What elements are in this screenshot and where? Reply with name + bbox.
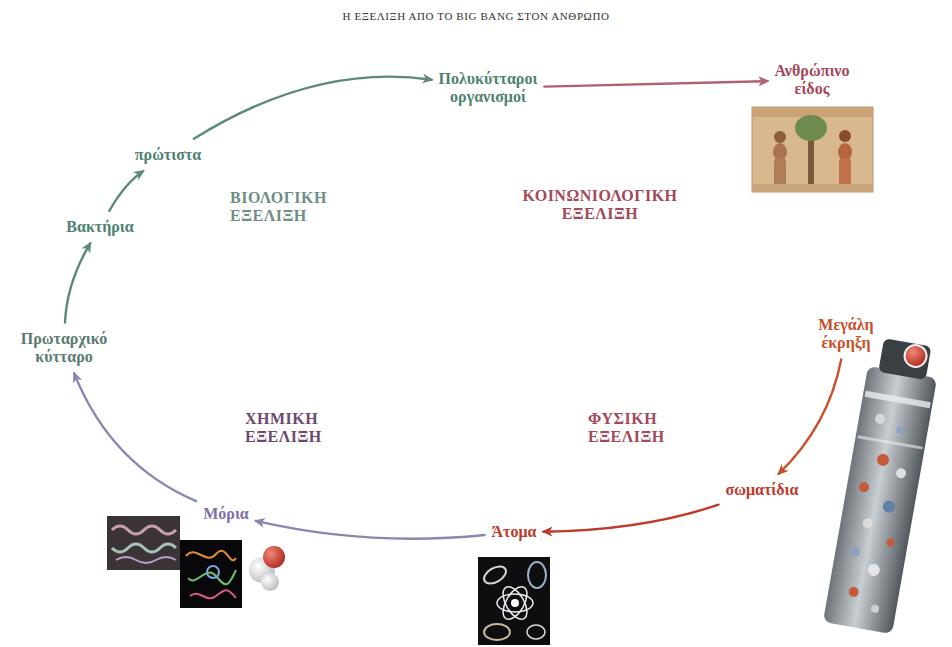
stage-label: ΧΗΜΙΚΗ ΕΞΕΛΙΞΗ — [245, 410, 322, 445]
atoms-picture — [478, 557, 550, 645]
stage-node: πρώτιστα — [133, 144, 203, 166]
evolution-arrow — [544, 81, 767, 87]
node-text: σωματίδια — [726, 481, 799, 499]
stage-label: ΚΟΙΝΩΝΙΟΛΟΓΙΚΗ ΕΞΕΛΙΞΗ — [522, 187, 677, 222]
stage-node: Άτομα — [490, 521, 539, 543]
evolution-arrow — [544, 505, 719, 532]
node-text: Ανθρώπινο είδος — [775, 62, 850, 99]
evolution-arrow — [74, 373, 196, 501]
stage-node: Πρωταρχικό κύτταρο — [19, 328, 109, 369]
stage-node: σωματίδια — [724, 479, 801, 501]
node-text: Άτομα — [492, 523, 537, 541]
node-text: Μόρια — [203, 505, 249, 523]
evolution-arrow — [65, 243, 90, 322]
diagram-title: Η ΕΞΕΛΙΞΗ ΑΠΟ ΤΟ BIG BANG ΣΤΟΝ ΑΝΘΡΩΠΟ — [0, 10, 952, 22]
stage-node: Μόρια — [201, 503, 251, 525]
evolution-arrow — [109, 171, 143, 211]
node-text: Βακτήρια — [66, 218, 133, 236]
node-text: Πρωταρχικό κύτταρο — [21, 330, 107, 367]
stage-label: ΒΙΟΛΟΓΙΚΗ ΕΞΕΛΙΞΗ — [230, 189, 327, 224]
stage-node: Πολυκύτταροι οργανισμοί — [437, 68, 540, 109]
evolution-arrow — [256, 521, 485, 539]
stage-node: Μεγάλη έκρηξη — [816, 314, 875, 355]
evolution-arrow — [779, 359, 842, 473]
node-text: Μεγάλη έκρηξη — [818, 316, 873, 353]
fresco-picture — [752, 107, 873, 192]
node-text: Πολυκύτταροι οργανισμοί — [439, 70, 538, 107]
stage-node: Βακτήρια — [64, 216, 135, 238]
molecule-pictures — [107, 516, 285, 608]
stage-node: Ανθρώπινο είδος — [773, 60, 852, 101]
node-text: πρώτιστα — [135, 146, 201, 164]
stage-label: ΦΥΣΙΚΗ ΕΞΕΛΙΞΗ — [588, 410, 665, 445]
particle-bottle — [823, 336, 942, 634]
evolution-arrow — [194, 77, 432, 139]
